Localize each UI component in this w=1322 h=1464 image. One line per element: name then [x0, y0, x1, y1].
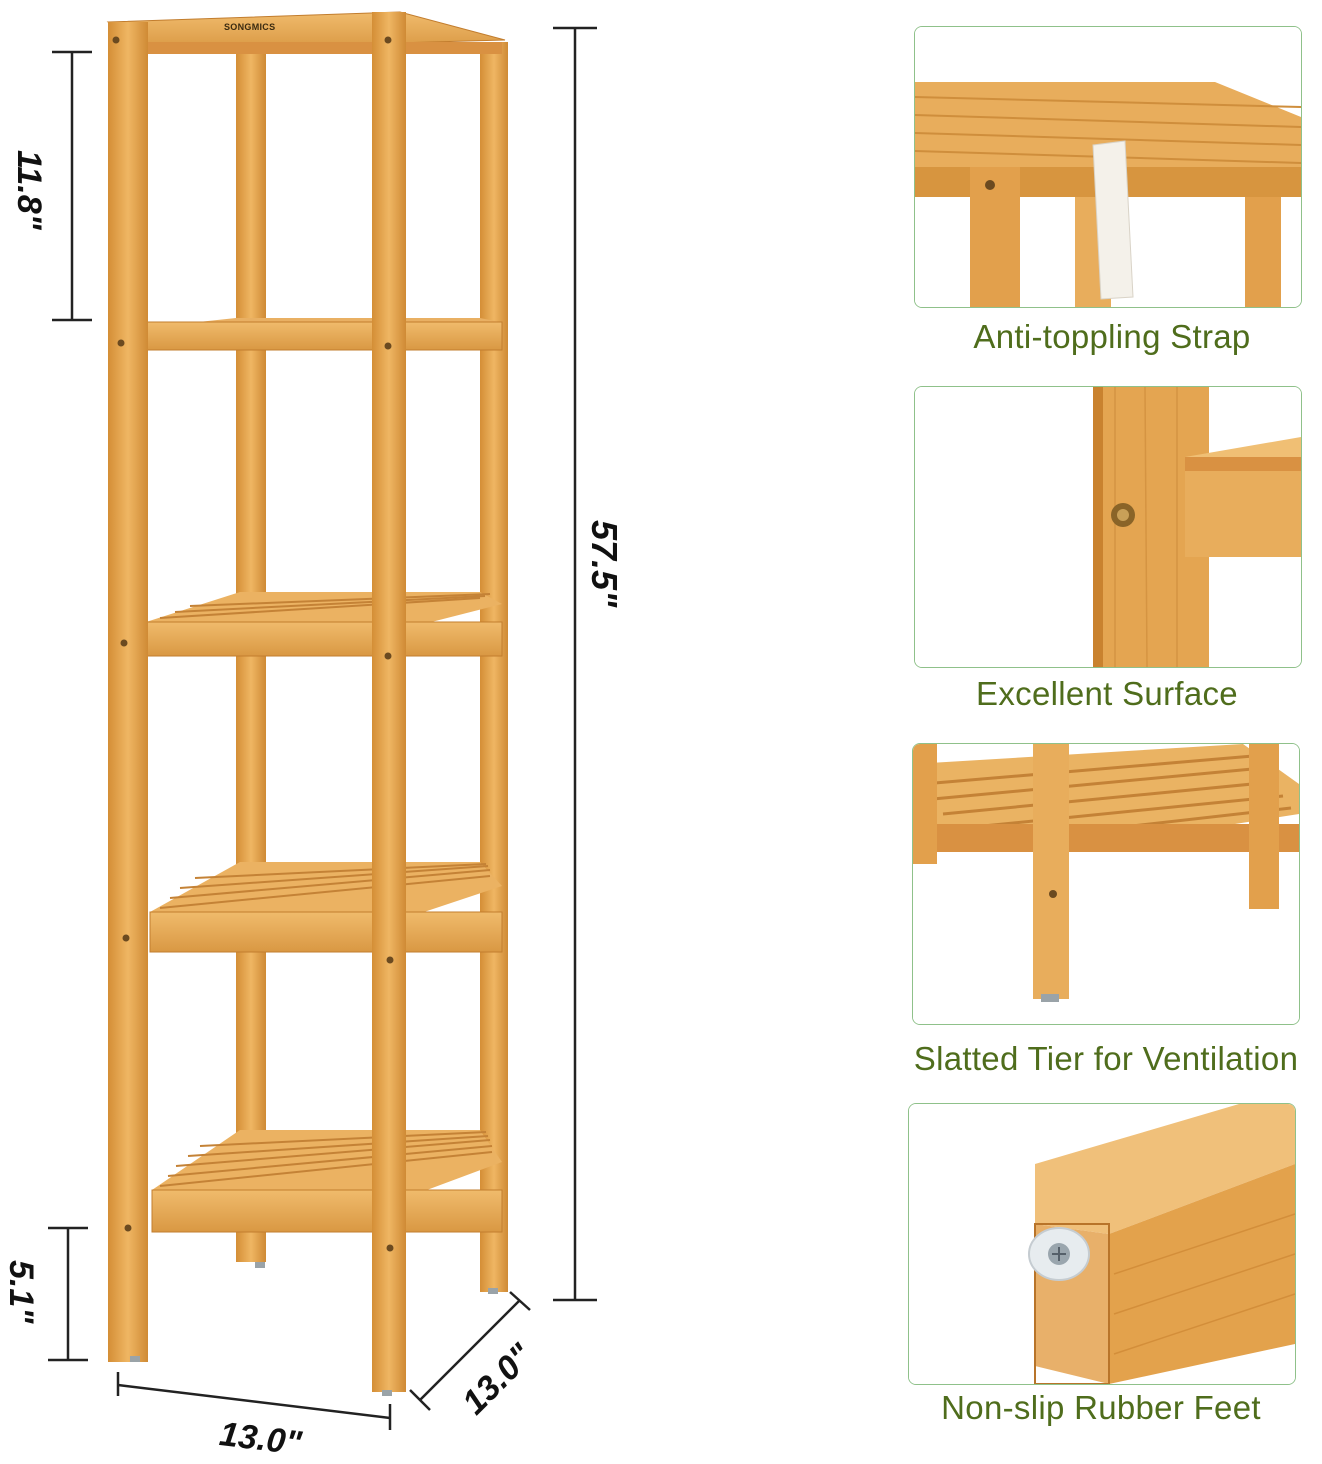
shelf-illustration: SONGMICS 11.8" 57.5" 5.1" 13.0" 13.0" — [0, 0, 640, 1463]
rubber-foot-photo — [909, 1104, 1295, 1384]
feature-caption-feet: Non-slip Rubber Feet — [941, 1389, 1261, 1426]
feature-card-slats — [912, 743, 1300, 1025]
slatted-tier-photo — [913, 744, 1299, 1024]
brand-logo-label: SONGMICS — [224, 22, 276, 32]
dimension-tier-spacing: 11.8" — [10, 150, 48, 230]
shelf-tier-top — [106, 11, 506, 54]
feature-caption-strap: Anti-toppling Strap — [973, 318, 1251, 355]
shelf-tier-bottom — [151, 1130, 503, 1233]
surface-detail-photo — [915, 387, 1301, 667]
front-right-post — [372, 12, 406, 1392]
feature-card-strap — [914, 26, 1302, 308]
back-left-post — [236, 52, 266, 1262]
back-right-post — [480, 42, 508, 1292]
feature-card-surface — [914, 386, 1302, 668]
shelf-tier-4 — [149, 862, 503, 953]
bamboo-shelf-drawing — [48, 11, 597, 1430]
shelf-tier-3 — [145, 592, 503, 657]
feature-card-feet — [908, 1103, 1296, 1385]
dimension-total-height: 57.5" — [584, 520, 625, 608]
shelf-tier-2 — [141, 318, 503, 351]
front-left-post — [108, 22, 148, 1362]
strap-detail-photo — [915, 27, 1301, 307]
dimension-bottom-clearance: 5.1" — [2, 1260, 40, 1324]
feature-caption-slats: Slatted Tier for Ventilation — [913, 1040, 1299, 1077]
feature-caption-surface: Excellent Surface — [976, 675, 1238, 712]
